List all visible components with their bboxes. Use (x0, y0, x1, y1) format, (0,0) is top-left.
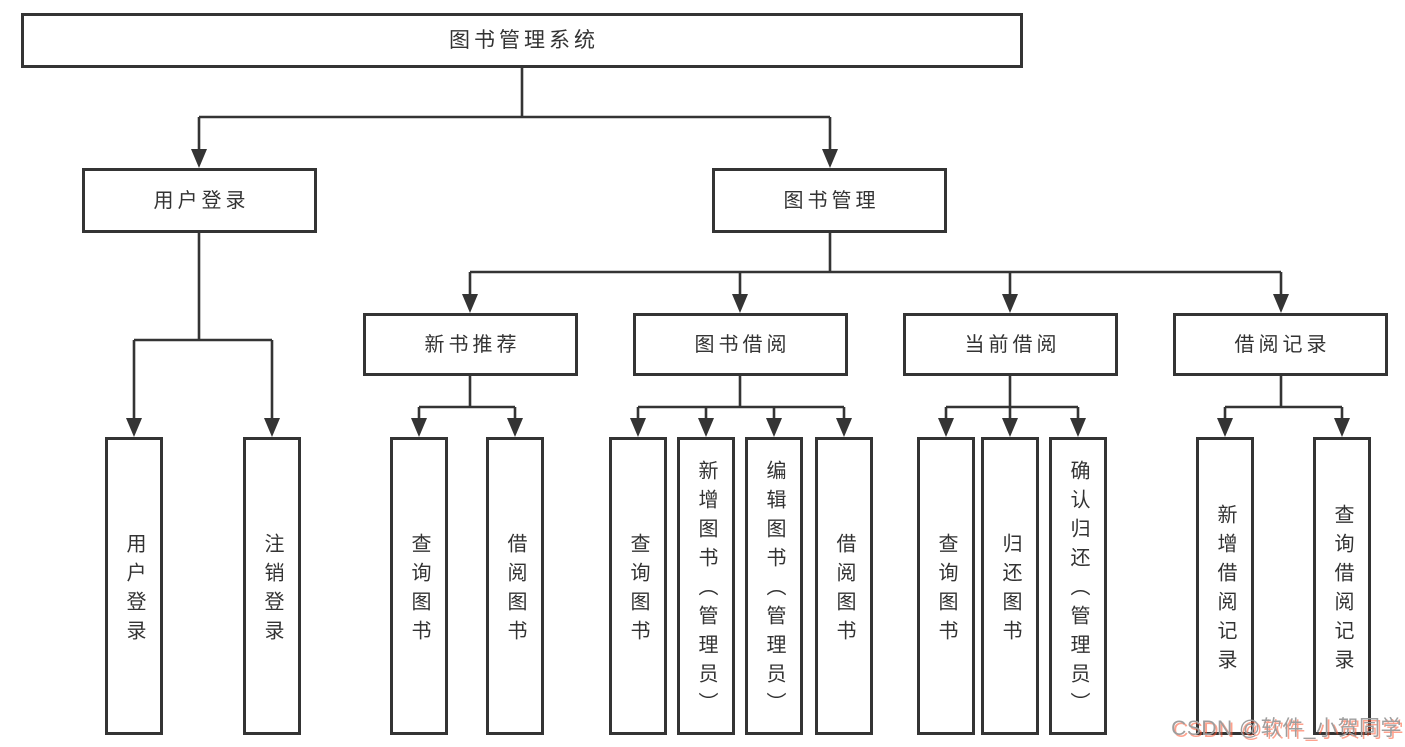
node-new-book-recommend: 新书推荐 (363, 313, 578, 376)
leaf-borrow-books-recommend: 借阅图书 (486, 437, 544, 735)
leaf-query-borrow-record: 查询借阅记录 (1313, 437, 1371, 735)
leaf-logout: 注销登录 (243, 437, 301, 735)
node-borrow-records: 借阅记录 (1173, 313, 1388, 376)
leaf-edit-books-admin: 编辑图书（管理员） (745, 437, 803, 735)
leaf-user-login: 用户登录 (105, 437, 163, 735)
node-user-login: 用户登录 (82, 168, 317, 233)
leaf-add-books-admin: 新增图书（管理员） (677, 437, 735, 735)
csdn-watermark: CSDN @软件_小贺同学 (1171, 717, 1402, 740)
node-book-management: 图书管理 (712, 168, 947, 233)
node-book-borrow: 图书借阅 (633, 313, 848, 376)
node-library-management-system: 图书管理系统 (21, 13, 1023, 68)
leaf-borrow-books: 借阅图书 (815, 437, 873, 735)
leaf-return-books: 归还图书 (981, 437, 1039, 735)
leaf-confirm-return-admin: 确认归还（管理员） (1049, 437, 1107, 735)
arrowheads (126, 149, 1350, 437)
leaf-query-books-recommend: 查询图书 (390, 437, 448, 735)
leaf-query-books-borrow: 查询图书 (609, 437, 667, 735)
leaf-add-borrow-record: 新增借阅记录 (1196, 437, 1254, 735)
leaf-query-books-current: 查询图书 (917, 437, 975, 735)
node-current-borrow: 当前借阅 (903, 313, 1118, 376)
